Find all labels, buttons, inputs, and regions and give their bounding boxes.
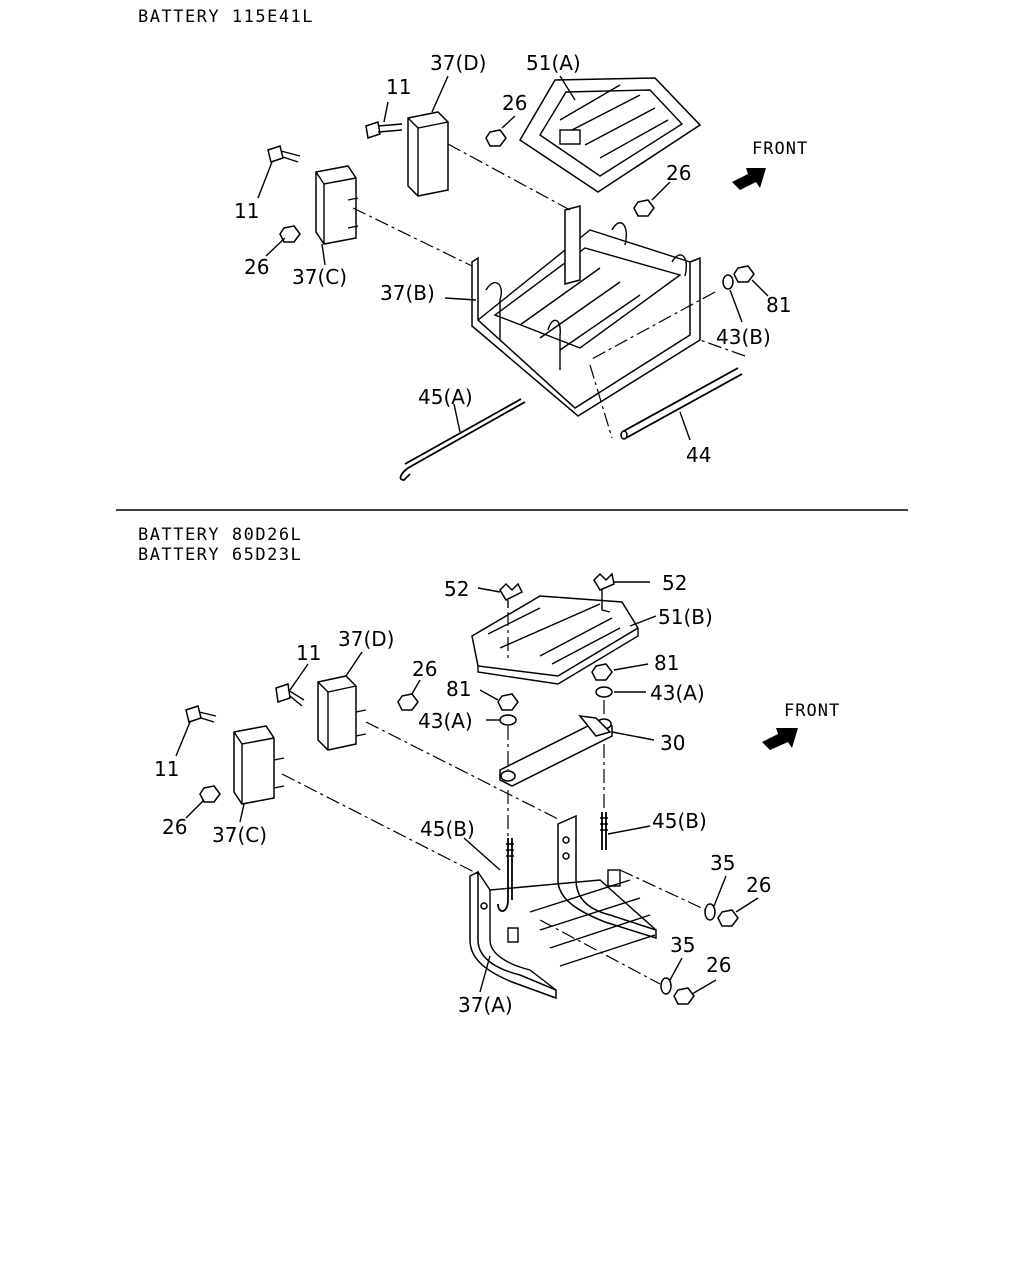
callout-label: 51(A) xyxy=(526,51,581,75)
nut-81 xyxy=(591,663,613,681)
hook-bolt-45b xyxy=(600,812,608,850)
callout-label: 11 xyxy=(154,757,179,781)
bolt-11 xyxy=(365,121,403,139)
nut-26 xyxy=(397,693,419,711)
bolt-11 xyxy=(275,683,305,707)
bolt-11 xyxy=(185,705,217,723)
section-title: BATTERY 65D23L xyxy=(138,545,302,565)
callout-label: 26 xyxy=(162,815,187,839)
callout-label: 37(C) xyxy=(292,265,347,289)
callout-label: 37(A) xyxy=(458,993,513,1017)
callout-label: 26 xyxy=(502,91,527,115)
callout-label: 52 xyxy=(662,571,687,595)
callout-label: 44 xyxy=(686,443,711,467)
battery-cover-51b xyxy=(471,595,640,685)
front-label: FRONT xyxy=(784,701,840,721)
callout-label: 11 xyxy=(386,75,411,99)
nut-26 xyxy=(673,987,695,1005)
bracket-37c xyxy=(315,165,359,245)
callout-label: 45(A) xyxy=(418,385,473,409)
bracket-37d xyxy=(407,111,449,197)
battery-tray-37a xyxy=(469,814,657,1000)
callout-label: 26 xyxy=(666,161,691,185)
front-arrow-icon xyxy=(762,728,798,750)
callout-label: 43(A) xyxy=(418,709,473,733)
section-battery-80d26l-65d23l: BATTERY 80D26L BATTERY 65D23L xyxy=(138,525,840,1017)
nut-81 xyxy=(497,693,519,711)
wing-nut-52 xyxy=(499,582,524,608)
wing-nut-52 xyxy=(593,572,615,613)
hook-bolt-45b xyxy=(497,838,514,912)
callout-label: 81 xyxy=(446,677,471,701)
callout-label: 37(D) xyxy=(430,51,486,75)
bracket-37d xyxy=(317,675,367,751)
callout-label: 26 xyxy=(244,255,269,279)
callout-label: 43(A) xyxy=(650,681,705,705)
section-title: BATTERY 115E41L xyxy=(138,7,314,27)
callout-label: 11 xyxy=(296,641,321,665)
callout-label: 45(B) xyxy=(420,817,475,841)
callout-label: 37(B) xyxy=(380,281,435,305)
washer-35 xyxy=(704,903,716,921)
clamp-bar-30 xyxy=(499,715,613,787)
callout-label: 35 xyxy=(670,933,695,957)
callout-label: 30 xyxy=(660,731,685,755)
callout-label: 81 xyxy=(654,651,679,675)
callout-label: 26 xyxy=(412,657,437,681)
nut-26 xyxy=(485,129,507,147)
battery-cover-51a xyxy=(518,77,702,193)
nut-26 xyxy=(633,199,655,217)
section-battery-115e41l: BATTERY 115E41L xyxy=(138,7,808,481)
hook-rod-45a xyxy=(399,398,526,481)
callout-label: 52 xyxy=(444,577,469,601)
washer-35 xyxy=(660,977,672,995)
callout-label: 26 xyxy=(706,953,731,977)
callout-label: 43(B) xyxy=(716,325,771,349)
bolt-11 xyxy=(267,145,301,163)
nut-26 xyxy=(717,909,739,927)
callout-label: 11 xyxy=(234,199,259,223)
washer-43b xyxy=(722,274,734,290)
callout-label: 51(B) xyxy=(658,605,713,629)
washer-43a xyxy=(499,714,517,726)
front-arrow-icon xyxy=(732,168,766,190)
nut-26 xyxy=(199,785,221,803)
callout-label: 37(C) xyxy=(212,823,267,847)
rod-44 xyxy=(620,367,743,440)
callout-label: 26 xyxy=(746,873,771,897)
callout-label: 37(D) xyxy=(338,627,394,651)
section-title: BATTERY 80D26L xyxy=(138,525,302,545)
washer-43a xyxy=(595,686,613,698)
nut-81 xyxy=(733,265,755,283)
callout-label: 45(B) xyxy=(652,809,707,833)
front-label: FRONT xyxy=(752,139,808,159)
battery-tray-37b xyxy=(471,205,701,417)
bracket-37c xyxy=(233,725,285,805)
callout-label: 35 xyxy=(710,851,735,875)
callout-label: 81 xyxy=(766,293,791,317)
